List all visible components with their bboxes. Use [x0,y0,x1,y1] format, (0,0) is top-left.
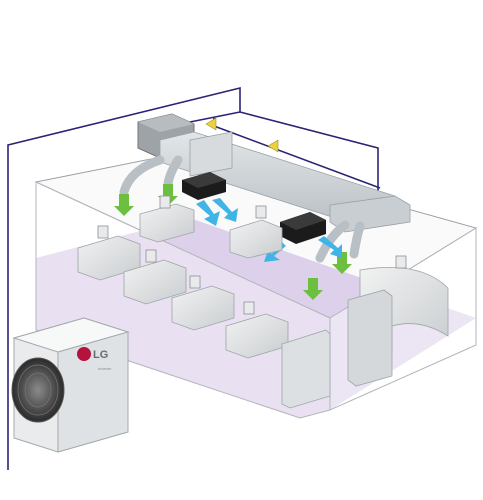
sub-logo-label: Inverter [98,366,112,371]
lg-logo-icon [77,347,91,361]
office-furniture [77,203,449,409]
flex-ducts [119,155,365,263]
indoor-unit-2 [280,212,326,244]
outdoor-unit: LG Inverter [11,317,130,453]
monitors [97,195,407,315]
indoor-unit-1 [182,172,226,200]
brand-label: LG [93,349,108,361]
supply-ducts [159,131,411,233]
pipe-flow-arrows [205,117,279,153]
fan-guard-icon [11,357,65,423]
